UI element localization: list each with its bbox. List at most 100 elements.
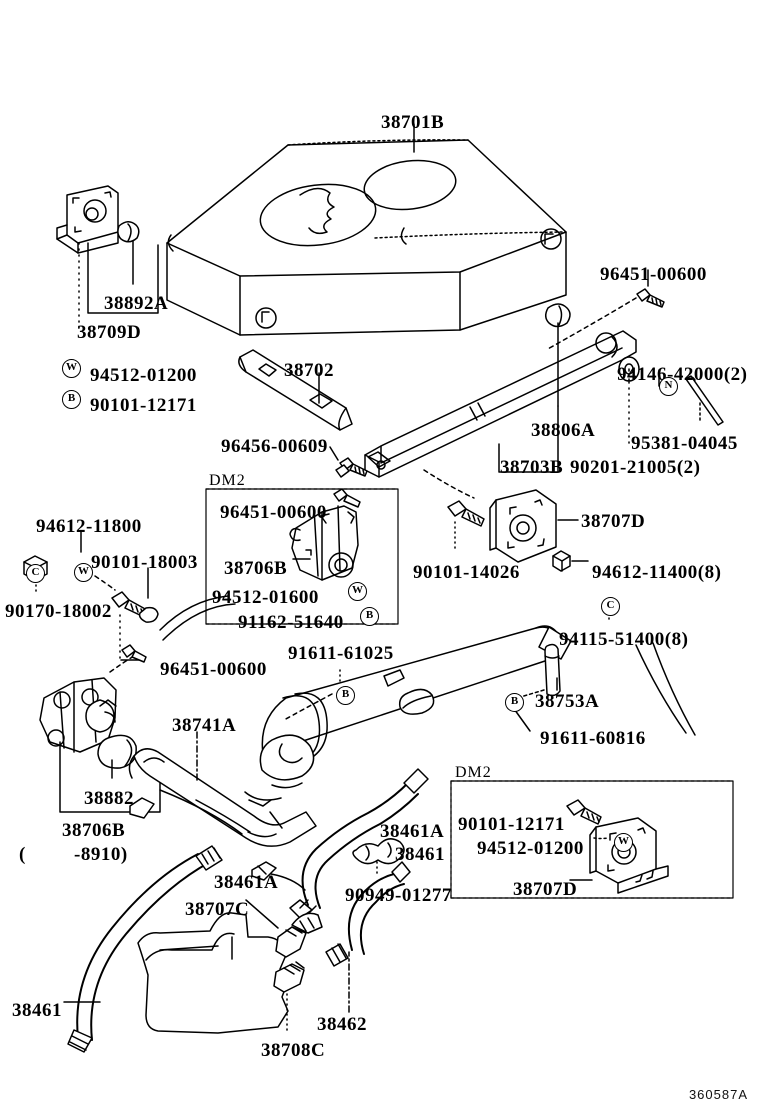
part-callout-9538104045: 95381-04045 [631,433,738,454]
part-38892a-bushing [117,221,140,243]
part-callout-38741a: 38741A [172,715,237,736]
part-callout-38753a: 38753A [535,691,600,712]
marker-w-icon: W [74,563,93,582]
deco-swoosh-2 [162,603,236,641]
part-callout-38461: 38461 [395,844,445,865]
dm2-box-1 [205,488,399,625]
part-callout-38707d: 38707D [513,879,578,900]
part-hose-connector [251,861,277,881]
part-96451-00600-bolt-dm2 [333,488,361,508]
part-callout-94612114008: 94612-11400(8) [592,562,722,583]
part-callout-9451201200: 94512-01200 [477,838,584,859]
part-callout-9461211800: 94612-11800 [36,516,142,537]
part-callout-38702: 38702 [284,360,334,381]
marker-c-icon: C [601,597,620,616]
part-callout-9161160816: 91611-60816 [540,728,646,749]
part-callout-: ( [19,844,26,865]
part-callout-38709d: 38709D [77,322,142,343]
part-38702-shaft [238,349,353,431]
part-callout-8910: -8910) [74,844,128,865]
figure-watermark: 360587A [688,1087,748,1102]
deco-swoosh-1 [159,595,229,631]
part-callout-9010114026: 90101-14026 [413,562,520,583]
part-38707d-bracket-mid [489,489,557,563]
marker-b-icon: B [62,390,81,409]
part-96451-00600-bolt-top [636,288,665,308]
part-callout-38706b: 38706B [62,820,126,841]
part-38707d-bracket-dm2 [589,817,669,894]
part-38709d-bracket [56,185,119,254]
marker-b-icon: B [505,693,524,712]
part-38706b-bracket-lower [39,677,117,753]
leader-38707c [245,899,279,929]
part-callout-dm2: DM2 [455,764,492,781]
leader-38461a-lower [270,873,306,891]
part-callout-9645100600: 96451-00600 [160,659,267,680]
bracket-38706b-span [59,741,161,813]
part-38882-bushing [97,734,137,769]
leader-96456 [329,446,339,461]
part-38701b-cover [166,139,567,336]
marker-b-icon: B [360,607,379,626]
dm2-box-2 [450,780,734,899]
part-callout-dm2: DM2 [209,472,246,489]
part-callout-9645100600: 96451-00600 [600,264,707,285]
part-95381-04045-pin [685,375,724,426]
part-callout-38701b: 38701B [381,112,445,133]
marker-w-icon: W [348,582,367,601]
part-90949-01277-clamp [352,838,405,865]
part-38707c-fitting [275,912,323,958]
deco-swoosh-3 [635,644,687,734]
part-callout-9010118003: 90101-18003 [91,552,198,573]
part-callout-9017018002: 90170-18002 [5,601,112,622]
part-callout-9645600609: 96456-00609 [221,436,328,457]
part-38708c-plug [273,961,305,993]
part-callout-38461: 38461 [12,1000,62,1021]
marker-w-icon: W [62,359,81,378]
marker-w-icon: W [614,833,633,852]
deco-swoosh-4 [652,642,696,736]
marker-b-icon: B [336,686,355,705]
bracket-38703b-span [498,405,559,473]
part-callout-9645100600: 96451-00600 [220,502,327,523]
part-callout-9010112171: 90101-12171 [90,395,197,416]
part-pump-housing [137,912,289,1034]
part-38741a-linkage [128,748,317,847]
part-callout-9094901277: 90949-01277 [345,885,452,906]
part-callout-38707d: 38707D [581,511,646,532]
part-callout-9116251640: 91162-51640 [238,612,344,633]
marker-c-icon: C [26,564,45,583]
part-callout-38461a: 38461A [380,821,445,842]
part-callout-9161161025: 91611-61025 [288,643,394,664]
part-96451-00600-bolt-lower [121,644,147,663]
marker-n-icon: N [659,377,678,396]
part-callout-90201210052: 90201-21005(2) [570,457,701,478]
part-callout-38703b: 38703B [500,457,564,478]
part-hose-connector-2 [129,797,155,819]
part-38461-hose-lower [67,845,223,1053]
part-callout-38707c: 38707C [185,899,250,920]
part-90101-14026-bolt [447,500,485,527]
part-callout-38708c: 38708C [261,1040,326,1061]
part-96451-bolt-above-dm2 [335,464,350,478]
part-callout-38706b: 38706B [224,558,288,579]
part-callout-38892a: 38892A [104,293,169,314]
part-callout-94146420002: 94146-42000(2) [617,364,748,385]
part-90101-18003-bolt [111,591,159,623]
part-94612-11400-nut [552,550,571,572]
part-38462-hose [325,861,411,967]
part-callout-94115514008: 94115-51400(8) [559,629,689,650]
part-38703b-shaft [364,330,637,478]
bracket-38709d-span [87,242,159,314]
part-90101-12171-bolt-dm2 [566,799,602,825]
part-callout-38806a: 38806A [531,420,596,441]
part-38806a-pin [545,303,571,328]
part-callout-9451201600: 94512-01600 [212,587,319,608]
part-callout-9451201200: 94512-01200 [90,365,197,386]
part-callout-38882: 38882 [84,788,134,809]
part-callout-38461a: 38461A [214,872,279,893]
part-power-steering-gear [244,625,572,807]
part-callout-38462: 38462 [317,1014,367,1035]
